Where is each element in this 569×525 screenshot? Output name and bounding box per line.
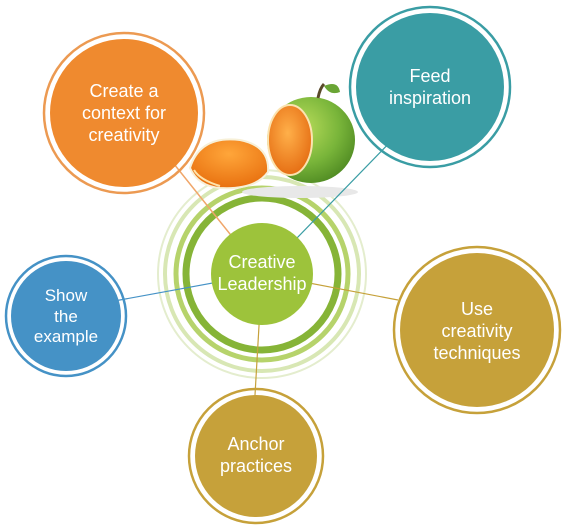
node-use-techniques-label: Use creativity techniques [433, 299, 521, 363]
node-anchor-practices-shape [187, 387, 325, 525]
node-show-example-shape [4, 254, 128, 378]
node-create-context-label: Create a context for creativity [81, 81, 167, 145]
node-use-techniques-shape [392, 245, 562, 415]
node-create-context-shape [42, 31, 206, 195]
node-show-example-label: Show the example [33, 285, 99, 347]
center-label: Creative Leadership [217, 252, 307, 294]
node-anchor-practices-label: Anchor practices [219, 434, 293, 476]
center-circle [211, 223, 313, 325]
node-feed-inspiration-shape [348, 5, 512, 169]
apple-and-orange-illustration [188, 82, 358, 198]
node-feed-inspiration-label: Feed inspiration [388, 66, 472, 108]
